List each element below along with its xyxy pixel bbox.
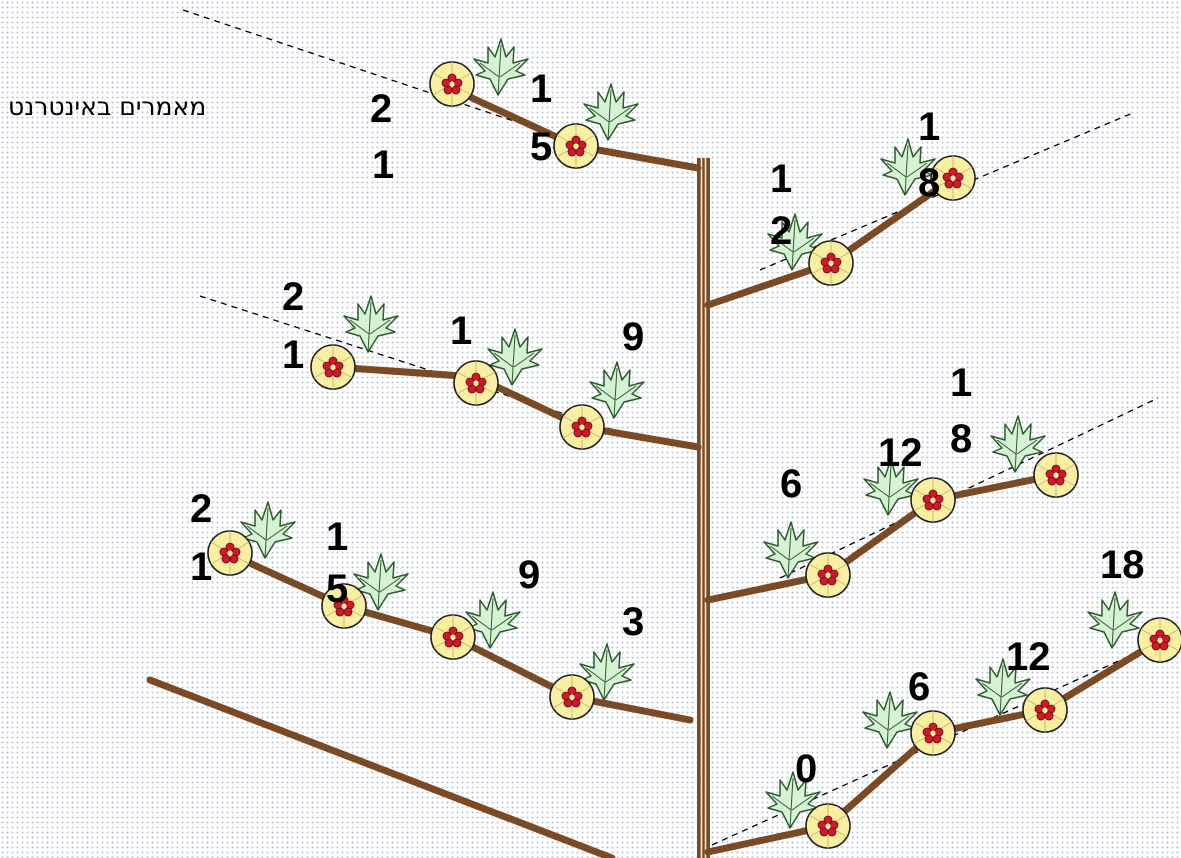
- label: 8: [918, 161, 940, 205]
- leaf-icon: [473, 38, 529, 96]
- label: 1: [326, 515, 348, 559]
- label: 6: [780, 462, 802, 506]
- flower-icon: [559, 404, 605, 450]
- label: 1: [190, 545, 212, 589]
- flower-icon: [910, 710, 956, 756]
- label: 0: [795, 747, 817, 791]
- label: 9: [518, 553, 540, 597]
- ground-line: [146, 676, 616, 858]
- number-labels: 2 1 1 5 2 1 1 9 2 1 1 5 9 3 1 2 1 8 6 12…: [190, 67, 1145, 791]
- label: 1: [918, 105, 940, 149]
- flower-icon: [207, 530, 253, 576]
- label: 1: [372, 143, 394, 187]
- label: 5: [530, 125, 552, 169]
- label: 1: [530, 67, 552, 111]
- label: 1: [450, 309, 472, 353]
- flower-icon: [453, 360, 499, 406]
- flower-icon: [310, 344, 356, 390]
- label: 6: [908, 665, 930, 709]
- label: 18: [1100, 543, 1145, 587]
- flower-icon: [808, 240, 854, 286]
- flower-icon: [549, 674, 595, 720]
- flower-icon: [1137, 617, 1181, 663]
- label: 2: [282, 275, 304, 319]
- flower-icon: [805, 803, 851, 849]
- flower-icon: [1022, 687, 1068, 733]
- label: 2: [370, 87, 392, 131]
- label: 1: [770, 157, 792, 201]
- trunk: [697, 158, 710, 858]
- branches: [226, 80, 1164, 856]
- label: 12: [1006, 635, 1051, 679]
- flower-icon: [553, 123, 599, 169]
- flowers: [207, 61, 1181, 849]
- flower-icon: [429, 61, 475, 107]
- flower-icon: [910, 477, 956, 523]
- label: 8: [950, 417, 972, 461]
- label: 2: [190, 487, 212, 531]
- flower-icon: [1033, 452, 1079, 498]
- label: 2: [770, 209, 792, 253]
- caption-text: מאמרים באינטרנט: [8, 92, 207, 121]
- label: 3: [622, 600, 644, 644]
- label: 1: [950, 361, 972, 405]
- label: 9: [622, 315, 644, 359]
- leaf-icon: [589, 361, 645, 419]
- leaf-icon: [1087, 591, 1143, 649]
- leaf-icon: [343, 295, 399, 353]
- label: 1: [282, 333, 304, 377]
- label: 12: [878, 431, 923, 475]
- label: 5: [326, 567, 348, 611]
- flower-icon: [805, 552, 851, 598]
- flower-icon: [430, 614, 476, 660]
